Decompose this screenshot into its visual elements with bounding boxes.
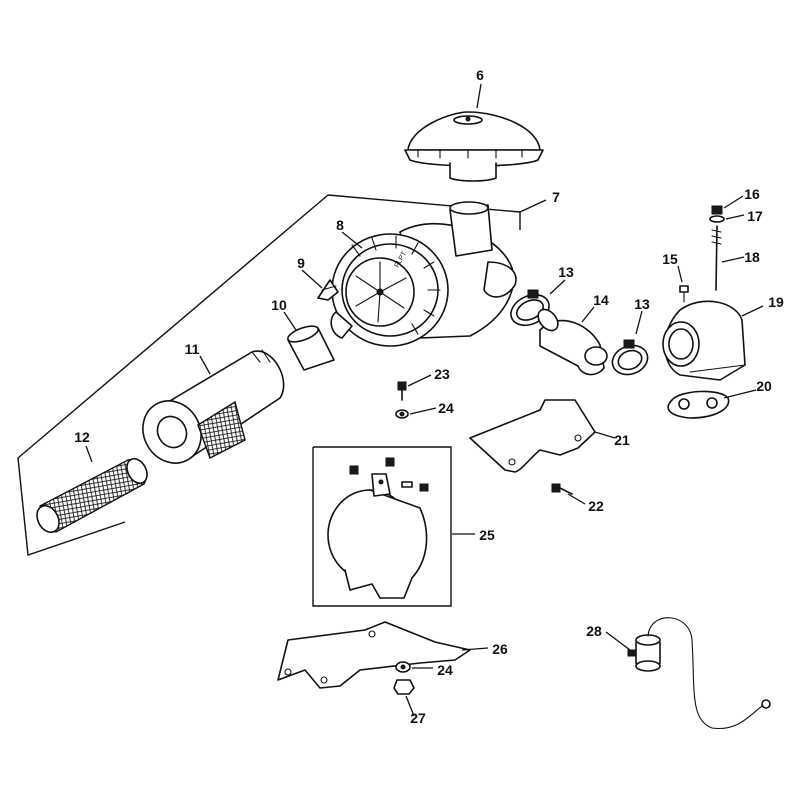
callout-14: 14 bbox=[593, 292, 609, 308]
callout-17: 17 bbox=[747, 208, 763, 224]
part-18-stud bbox=[711, 225, 722, 291]
callout-11: 11 bbox=[185, 341, 200, 357]
part-11-filter-element bbox=[142, 349, 285, 464]
callout-13b: 13 bbox=[634, 296, 650, 312]
part-24-nut-a bbox=[395, 409, 409, 419]
part-27-nut bbox=[393, 679, 415, 695]
part-25-frame bbox=[312, 446, 452, 607]
part-25-clamp-band bbox=[327, 457, 429, 599]
callout-21: 21 bbox=[614, 432, 630, 448]
callout-26: 26 bbox=[492, 641, 508, 657]
callout-16: 16 bbox=[744, 186, 760, 202]
part-23-bolt bbox=[397, 381, 407, 401]
part-6-cover bbox=[404, 111, 544, 182]
cover-star-ribs bbox=[355, 261, 407, 323]
part-16-nut bbox=[711, 205, 723, 215]
callout-labels: 6 7 8 9 10 11 12 13 14 13 15 16 17 18 19… bbox=[74, 67, 784, 726]
part-10-sleeve bbox=[287, 325, 335, 371]
part-26-bracket bbox=[277, 621, 471, 689]
callout-19: 19 bbox=[768, 294, 784, 310]
part-28-sensor bbox=[627, 617, 771, 730]
callout-15: 15 bbox=[662, 251, 678, 267]
part-13-hose-clamp-b bbox=[611, 339, 649, 376]
callout-18: 18 bbox=[744, 249, 760, 265]
part-14-elbow-hose bbox=[537, 308, 608, 376]
callout-9: 9 bbox=[297, 255, 305, 271]
leader-lines bbox=[85, 83, 764, 717]
callout-20: 20 bbox=[756, 378, 772, 394]
callout-24a: 24 bbox=[438, 400, 454, 416]
part-24-nut-b bbox=[395, 661, 411, 673]
part-17-washer bbox=[709, 215, 725, 223]
part-21-bracket bbox=[469, 399, 596, 473]
callout-28: 28 bbox=[586, 623, 602, 639]
callout-6: 6 bbox=[476, 67, 484, 83]
part-19-adapter bbox=[662, 300, 746, 381]
callout-25: 25 bbox=[479, 527, 495, 543]
callout-22: 22 bbox=[588, 498, 604, 514]
part-15-bolt bbox=[679, 285, 689, 303]
callout-12: 12 bbox=[74, 429, 90, 445]
callout-27: 27 bbox=[410, 710, 426, 726]
part-20-gasket bbox=[667, 390, 730, 419]
callout-23: 23 bbox=[434, 366, 450, 382]
callout-13a: 13 bbox=[558, 264, 574, 280]
callout-24b: 24 bbox=[437, 662, 453, 678]
callout-8: 8 bbox=[336, 217, 344, 233]
housing-fins bbox=[351, 235, 441, 335]
part-8-air-cleaner-housing: FLPT bbox=[330, 201, 517, 347]
callout-10: 10 bbox=[271, 297, 287, 313]
part-12-inner-filter bbox=[36, 457, 148, 534]
callout-7: 7 bbox=[552, 189, 560, 205]
part-9-clip bbox=[317, 279, 339, 301]
part-22-bolt bbox=[551, 483, 573, 495]
